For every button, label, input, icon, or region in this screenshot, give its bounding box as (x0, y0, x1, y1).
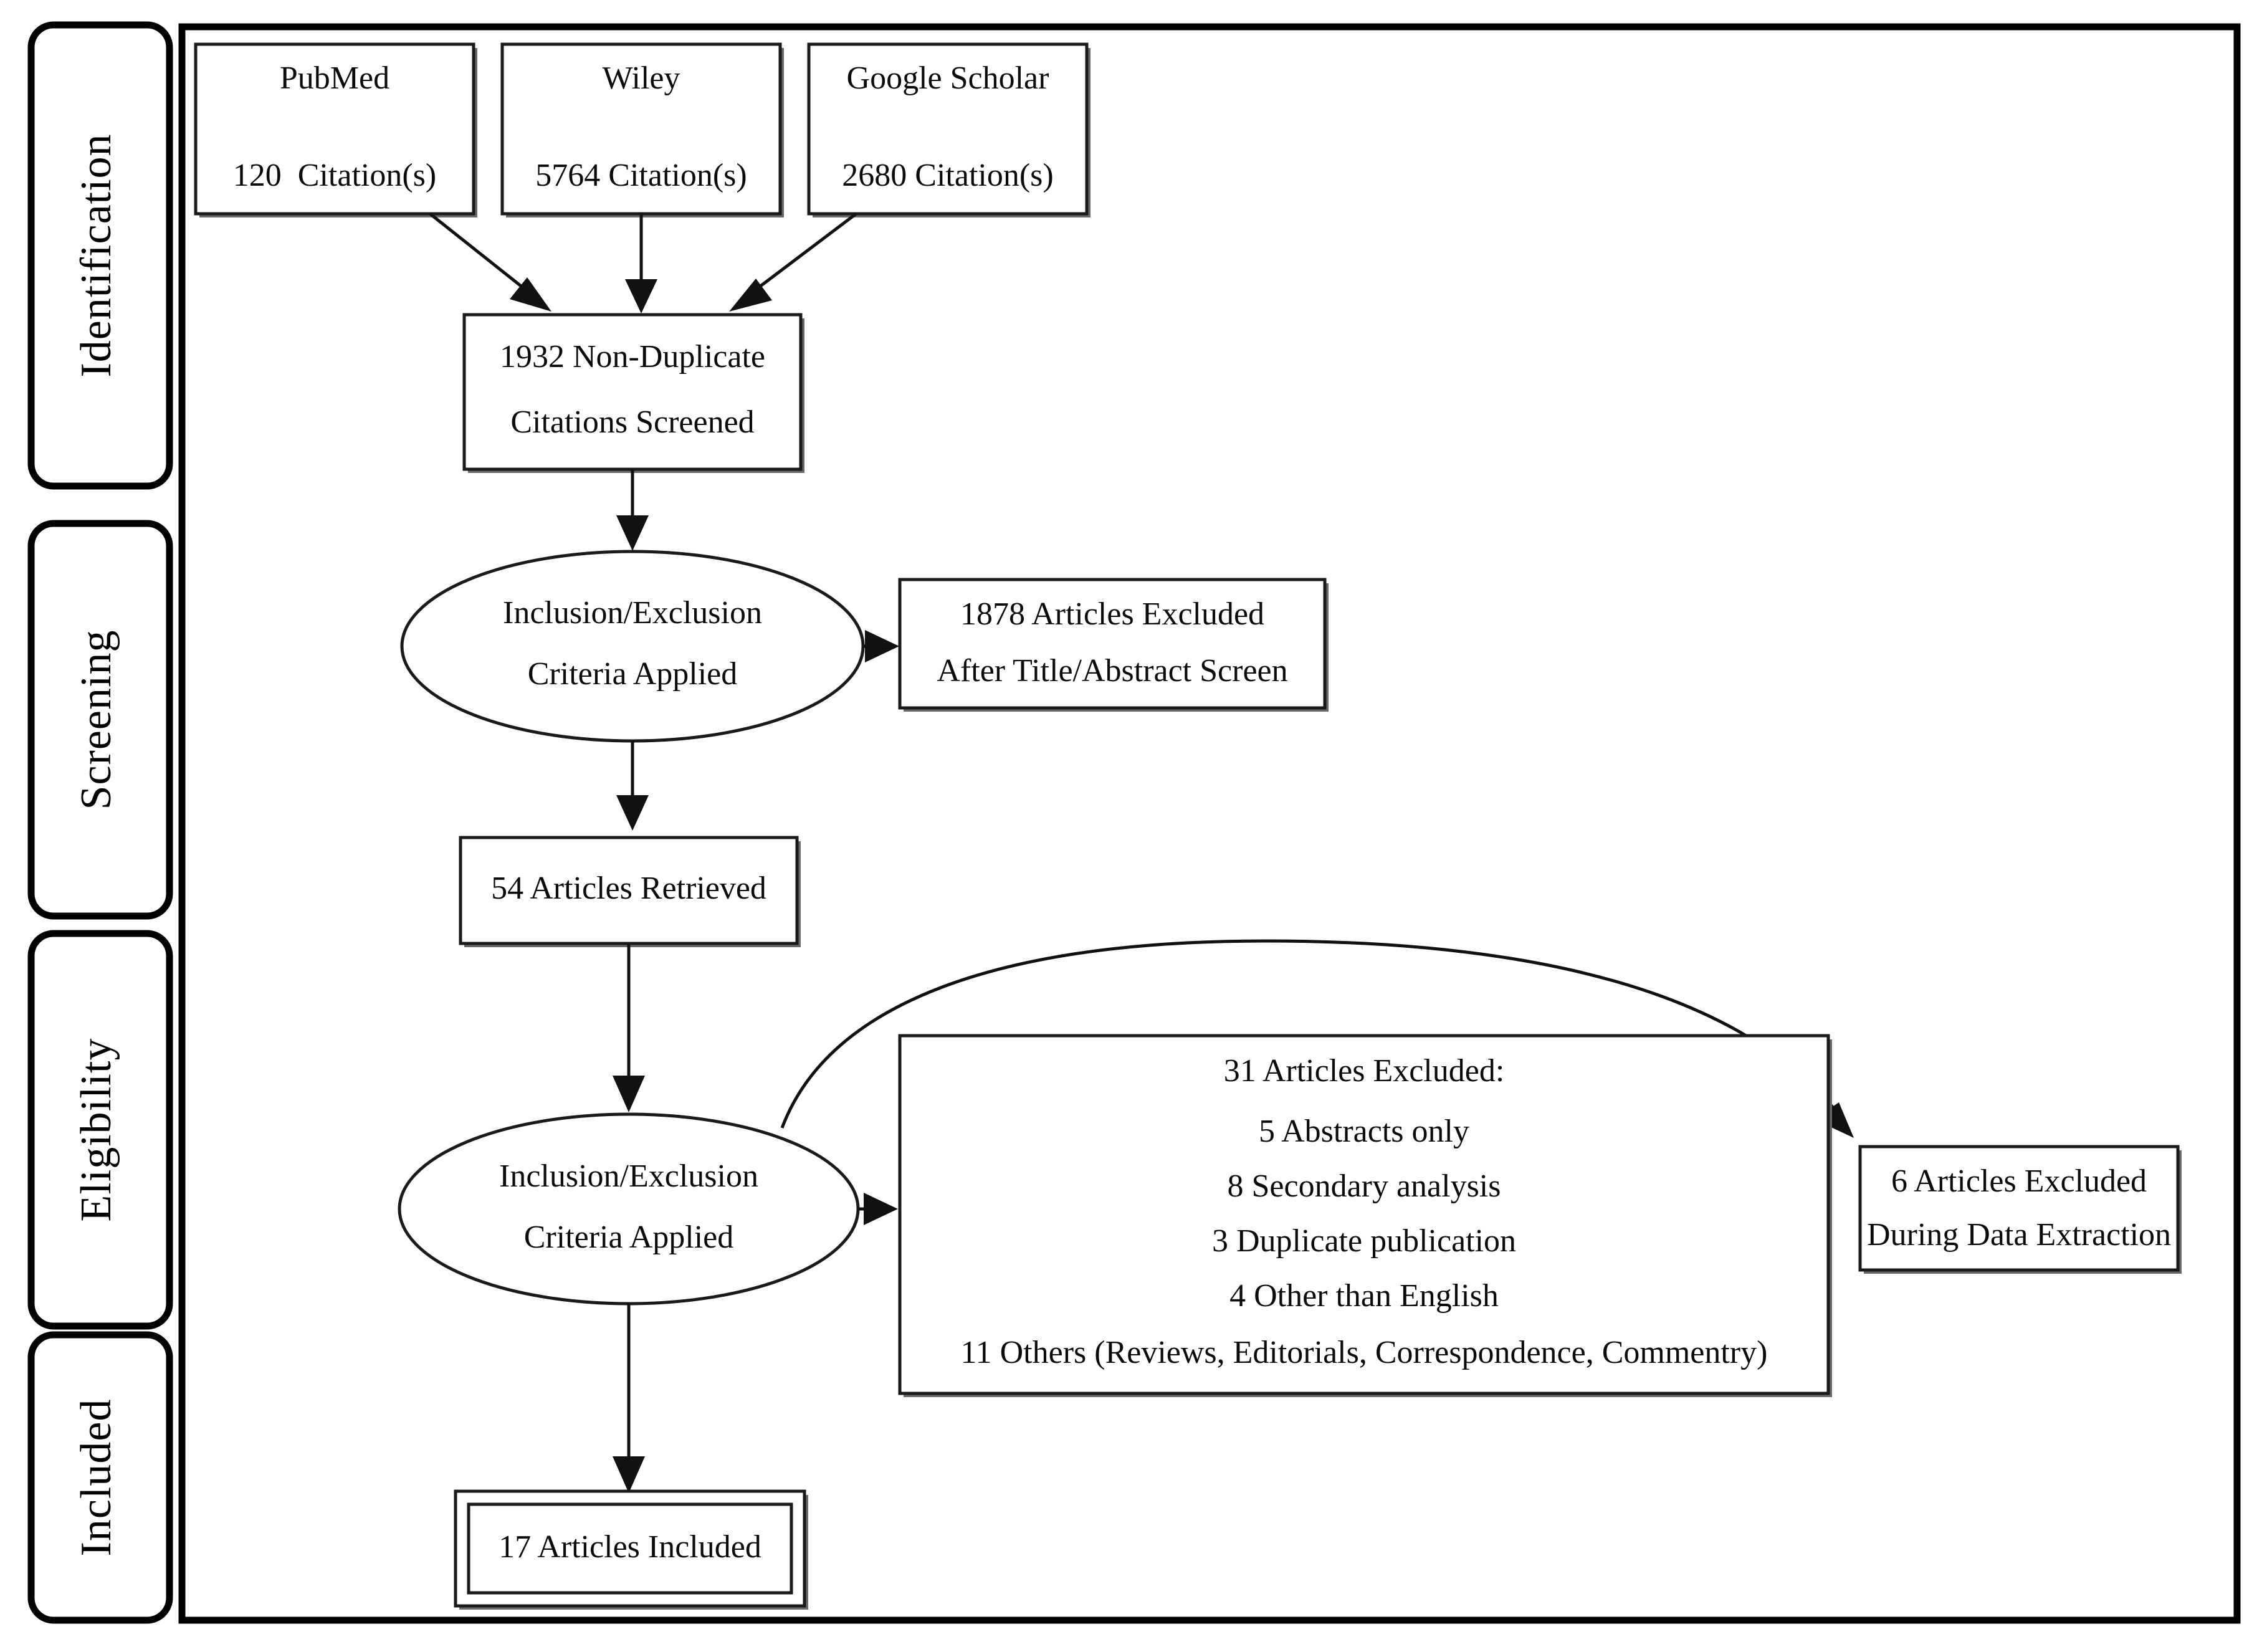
diagram-frame (178, 23, 2241, 1624)
node-criteria-screening-line1: Inclusion/Exclusion (503, 595, 762, 631)
node-excluded-title-abstract: 1878 Articles Excluded After Title/Abstr… (898, 578, 1329, 712)
arrow-wiley-to-screened (625, 214, 657, 313)
stage-eligibility-box (27, 930, 173, 1330)
source-wiley: Wiley 5764 Citation(s) (500, 42, 784, 217)
source-wiley-box (500, 42, 782, 216)
node-excluded-fulltext-reason-2: 3 Duplicate publication (1212, 1223, 1516, 1259)
node-excluded-title-abstract-line1: 1878 Articles Excluded (960, 596, 1264, 632)
source-pubmed-box (194, 42, 475, 216)
stage-included-box (27, 1331, 173, 1624)
node-excluded-extraction-line1: 6 Articles Excluded (1891, 1163, 2147, 1199)
node-non-duplicate-line1: 1932 Non-Duplicate (500, 339, 765, 375)
stage-identification-box (27, 21, 173, 490)
source-pubmed-name: PubMed (280, 60, 389, 96)
node-criteria-screening: Inclusion/Exclusion Criteria Applied (400, 550, 865, 743)
stage-screening-box (27, 520, 173, 920)
source-pubmed-citations: 120 Citation(s) (233, 158, 436, 193)
stage-screening-label: Screening (72, 630, 120, 810)
stage-identification: Identification (27, 21, 173, 490)
arrow-criteria2-to-included (613, 1304, 645, 1493)
source-google-scholar-citations: 2680 Citation(s) (842, 158, 1053, 193)
node-excluded-fulltext: 31 Articles Excluded: 5 Abstracts only 8… (898, 1034, 1832, 1397)
arrow-criteria2-to-excluded-extraction (780, 939, 1854, 1138)
node-criteria-eligibility-line1: Inclusion/Exclusion (499, 1158, 758, 1194)
node-included-final-line1: 17 Articles Included (499, 1529, 761, 1565)
source-wiley-citations: 5764 Citation(s) (535, 158, 747, 193)
node-included-final-inner-box (467, 1502, 793, 1595)
node-excluded-title-abstract-line2: After Title/Abstract Screen (937, 653, 1287, 689)
arrow-scholar-to-screened (729, 212, 857, 312)
arrow-screened-to-criteria1 (616, 469, 649, 551)
node-non-duplicate-line2: Citations Screened (510, 404, 754, 440)
node-retrieved-line1: 54 Articles Retrieved (491, 871, 766, 906)
stage-identification-label: Identification (72, 133, 120, 377)
node-excluded-fulltext-reason-1: 8 Secondary analysis (1227, 1168, 1501, 1204)
arrow-retrieved-to-criteria2 (613, 943, 645, 1112)
stage-eligibility-label: Eligibility (72, 1038, 120, 1222)
source-google-scholar-name: Google Scholar (847, 60, 1049, 96)
node-excluded-extraction-line2: During Data Extraction (1867, 1217, 2171, 1253)
node-criteria-screening-ellipse (400, 550, 865, 743)
node-criteria-eligibility: Inclusion/Exclusion Criteria Applied (398, 1112, 860, 1306)
node-excluded-extraction: 6 Articles Excluded During Data Extracti… (1858, 1145, 2182, 1274)
node-excluded-fulltext-reason-4: 11 Others (Reviews, Editorials, Correspo… (961, 1335, 1768, 1370)
node-criteria-eligibility-line2: Criteria Applied (524, 1220, 733, 1255)
source-pubmed: PubMed 120 Citation(s) (194, 42, 477, 217)
node-criteria-screening-line2: Criteria Applied (528, 656, 737, 692)
stage-screening: Screening (27, 520, 173, 920)
node-retrieved-box (459, 836, 799, 945)
node-criteria-eligibility-ellipse (398, 1112, 860, 1306)
stage-eligibility: Eligibility (27, 930, 173, 1330)
node-excluded-extraction-box (1858, 1145, 2180, 1272)
node-non-duplicate: 1932 Non-Duplicate Citations Screened (462, 313, 804, 473)
source-wiley-name: Wiley (603, 60, 680, 96)
source-google-scholar: Google Scholar 2680 Citation(s) (807, 42, 1091, 217)
node-excluded-fulltext-reason-0: 5 Abstracts only (1259, 1114, 1469, 1149)
node-excluded-fulltext-reason-3: 4 Other than English (1229, 1278, 1499, 1314)
arrow-pubmed-to-screened (429, 212, 551, 312)
node-included-final: 17 Articles Included (454, 1489, 808, 1610)
node-non-duplicate-box (462, 313, 803, 471)
node-excluded-fulltext-heading: 31 Articles Excluded: (1224, 1053, 1505, 1089)
arrow-criteria2-to-excluded-fulltext (858, 1193, 898, 1225)
node-retrieved: 54 Articles Retrieved (459, 836, 801, 947)
stage-rail: Identification Screening Eligibility Inc… (27, 21, 173, 1624)
node-excluded-title-abstract-box (898, 578, 1327, 710)
node-excluded-fulltext-box (898, 1034, 1830, 1395)
stage-included: Included (27, 1331, 173, 1624)
stage-included-label: Included (72, 1399, 120, 1557)
source-google-scholar-box (807, 42, 1089, 216)
arrow-criteria1-to-retrieved (616, 741, 649, 831)
arrow-criteria1-to-excluded-title-abstract (863, 630, 899, 662)
